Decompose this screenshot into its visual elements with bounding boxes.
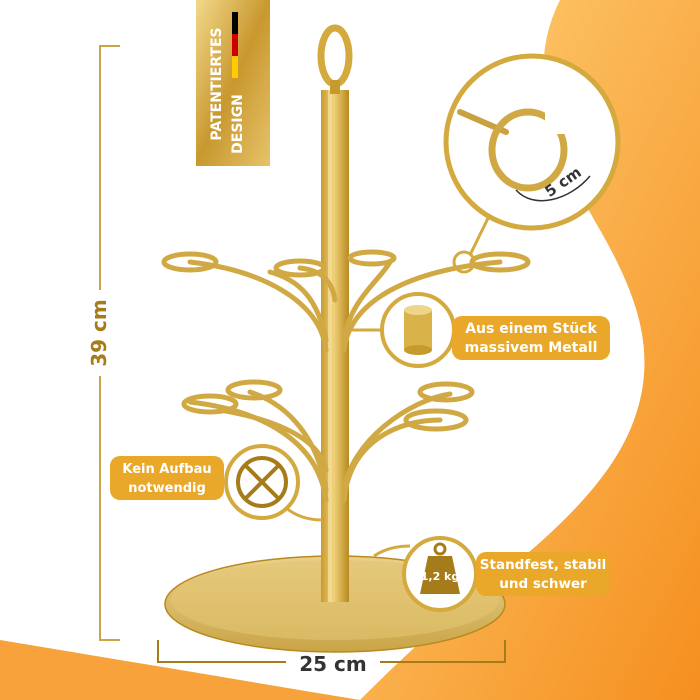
no-tools-icon [236, 456, 288, 508]
stability-line-1: Standfest, stabil [480, 557, 606, 573]
height-label: 39 cm [87, 299, 111, 367]
badge-line-1: PATENTIERTES [209, 27, 225, 140]
patent-badge: PATENTIERTES DESIGN [196, 0, 270, 166]
weight-label: 1,2 kg [421, 570, 460, 583]
ring-detail-callout: 5 cm [443, 53, 621, 274]
assembly-line-2: notwendig [128, 481, 206, 496]
material-feature: Aus einem Stück massivem Metall [352, 292, 610, 368]
assembly-feature: Kein Aufbau notwendig [110, 444, 323, 522]
solid-cylinder-icon [404, 305, 432, 355]
orange-bottom-shape [0, 640, 360, 700]
badge-line-2: DESIGN [230, 94, 246, 154]
width-label: 25 cm [299, 652, 367, 676]
stability-line-2: und schwer [499, 576, 587, 592]
stability-feature: 1,2 kg Standfest, stabil und schwer [373, 536, 610, 612]
orange-background-shape [360, 0, 700, 700]
assembly-line-1: Kein Aufbau [122, 462, 211, 477]
material-line-2: massivem Metall [465, 340, 598, 356]
weight-icon: 1,2 kg [420, 542, 460, 594]
material-line-1: Aus einem Stück [465, 321, 597, 337]
